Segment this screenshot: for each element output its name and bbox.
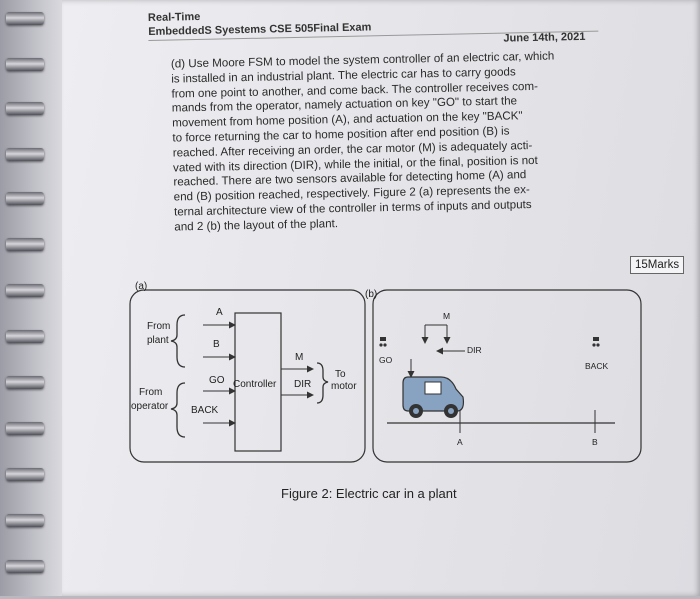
binding-ring — [6, 102, 44, 115]
b-dir-label: DIR — [467, 345, 482, 355]
b-back-label: BACK — [585, 361, 609, 371]
to-motor-label: To — [335, 369, 346, 380]
binding-ring — [6, 514, 44, 527]
input-a-label: A — [216, 307, 223, 318]
b-m-label: M — [443, 311, 451, 321]
from-operator-label: operator — [131, 401, 169, 412]
binding-ring — [6, 468, 44, 481]
figure-drawing — [129, 289, 642, 463]
binding-ring — [6, 148, 44, 161]
output-m-label: M — [295, 352, 304, 363]
back-button-icon — [593, 337, 599, 341]
brace-operator — [170, 382, 186, 438]
controller-label: Controller — [233, 379, 277, 390]
panel-a-frame — [129, 289, 366, 463]
output-dir-label: DIR — [294, 379, 312, 390]
go-button-icon — [380, 337, 386, 341]
binding-ring — [6, 192, 44, 205]
binding-ring — [6, 238, 44, 251]
binding-ring — [6, 284, 44, 297]
binding-ring — [6, 12, 44, 25]
input-back-label: BACK — [191, 405, 219, 416]
from-plant-label: plant — [147, 335, 169, 346]
b-a-label: A — [457, 437, 463, 447]
b-b-label: B — [592, 437, 598, 447]
brace-plant — [170, 314, 186, 368]
question-text: (d) Use Moore FSM to model the system co… — [171, 48, 611, 235]
binding-ring — [6, 58, 44, 71]
to-motor-label: motor — [331, 381, 357, 392]
b-go-label: GO — [379, 355, 393, 365]
figure-2: (a) (b) From plant From operator A B GO … — [125, 281, 650, 470]
exam-page — [60, 0, 700, 596]
spiral-binding — [0, 0, 62, 596]
marks-box: 15Marks — [630, 256, 685, 274]
question-label: (d) — [170, 57, 186, 71]
input-b-label: B — [213, 339, 220, 350]
input-go-label: GO — [209, 375, 225, 386]
binding-ring — [6, 560, 44, 573]
header-title: Real-Time — [147, 10, 201, 25]
panel-b-label: (b) — [365, 289, 378, 300]
from-operator-label: From — [139, 387, 163, 398]
binding-ring — [6, 376, 44, 389]
panel-a-label: (a) — [135, 281, 148, 292]
controller-box — [234, 312, 282, 452]
brace-motor — [316, 362, 329, 404]
binding-ring — [6, 422, 44, 435]
from-plant-label: From — [147, 321, 171, 332]
car-window — [424, 381, 442, 395]
binding-ring — [6, 330, 44, 343]
panel-b-frame — [372, 289, 642, 463]
figure-caption: Figure 2: Electric car in a plant — [281, 486, 457, 501]
